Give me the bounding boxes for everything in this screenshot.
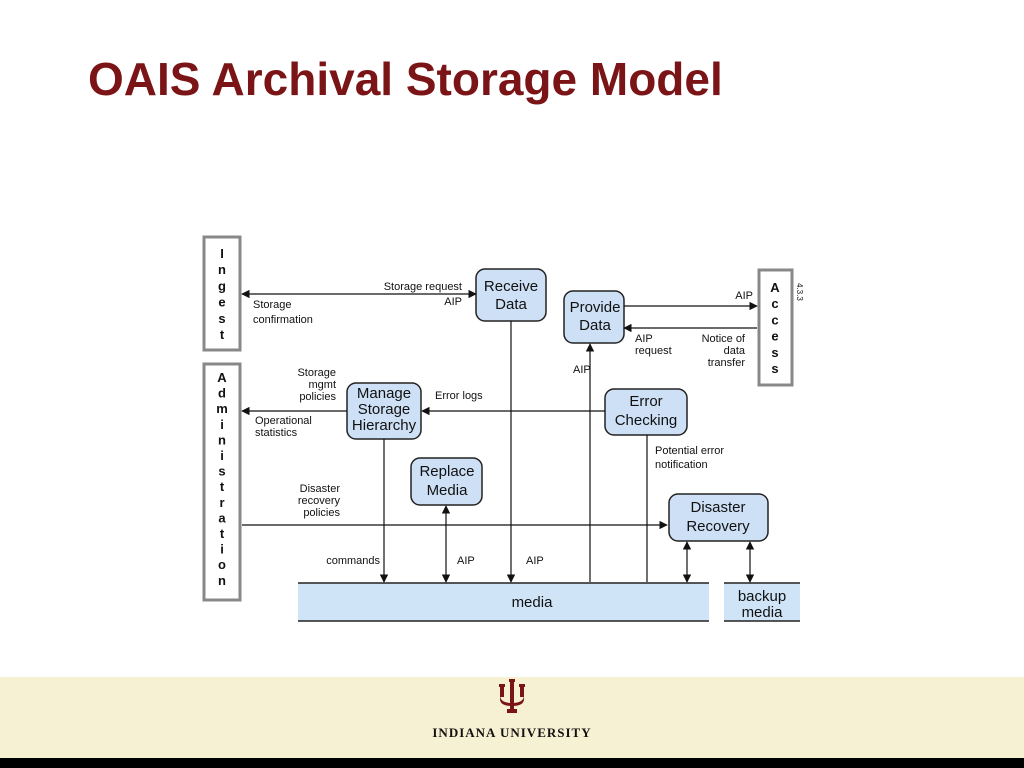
access-letter: A bbox=[770, 280, 780, 295]
ingest-letter: t bbox=[220, 327, 225, 342]
administration-letter: A bbox=[217, 370, 227, 385]
label-mgmt-policies-3: policies bbox=[299, 391, 336, 403]
label-potential-error-1: Potential error bbox=[655, 445, 724, 457]
footer-band: INDIANA UNIVERSITY bbox=[0, 677, 1024, 758]
university-name: INDIANA UNIVERSITY bbox=[432, 725, 592, 740]
administration-letter: t bbox=[220, 479, 225, 494]
administration-letter: i bbox=[220, 542, 224, 557]
manage-storage-label-2: Storage bbox=[358, 401, 411, 418]
slide-title: OAIS Archival Storage Model bbox=[88, 53, 723, 105]
label-operational-statistics-2: statistics bbox=[255, 427, 298, 439]
label-notice-1: Notice of bbox=[702, 333, 746, 345]
label-storage-confirmation-2: confirmation bbox=[253, 314, 313, 326]
receive-data-box: Receive Data bbox=[475, 268, 547, 322]
provide-data-box: Provide Data bbox=[563, 290, 625, 344]
label-storage-request: Storage request bbox=[384, 281, 462, 293]
figure-number: 4.3.3 bbox=[795, 283, 804, 301]
label-disaster-policies-3: policies bbox=[303, 507, 340, 519]
backup-media-store: backup media bbox=[724, 582, 800, 622]
ingest-letter: n bbox=[218, 262, 226, 277]
backup-media-label-1: backup bbox=[738, 588, 786, 605]
iu-trident-icon bbox=[0, 679, 1024, 718]
label-operational-statistics-1: Operational bbox=[255, 415, 312, 427]
administration-letter: d bbox=[218, 386, 226, 401]
error-checking-box: Error Checking bbox=[604, 388, 688, 436]
provide-data-label-1: Provide bbox=[570, 299, 621, 316]
label-error-logs: Error logs bbox=[435, 390, 483, 402]
administration-letter: t bbox=[220, 526, 225, 541]
label-aip-replace: AIP bbox=[457, 555, 475, 567]
disaster-recovery-box: Disaster Recovery bbox=[668, 493, 769, 542]
replace-media-label-1: Replace bbox=[419, 463, 474, 480]
administration-letter: i bbox=[220, 448, 224, 463]
access-letter: c bbox=[771, 312, 778, 327]
access-letter: c bbox=[771, 296, 778, 311]
manage-storage-hierarchy-box: Manage Storage Hierarchy bbox=[346, 382, 422, 440]
label-mgmt-policies-1: Storage bbox=[297, 367, 336, 379]
administration-letter: m bbox=[216, 401, 228, 416]
label-notice-3: transfer bbox=[708, 357, 746, 369]
label-aip-access: AIP bbox=[735, 290, 753, 302]
manage-storage-label-3: Hierarchy bbox=[352, 417, 417, 434]
label-aip-receive: AIP bbox=[526, 555, 544, 567]
administration-letter: n bbox=[218, 573, 226, 588]
label-storage-confirmation-1: Storage bbox=[253, 299, 292, 311]
label-commands: commands bbox=[326, 555, 380, 567]
access-letter: e bbox=[771, 329, 778, 344]
access-letter: s bbox=[771, 361, 778, 376]
manage-storage-label-1: Manage bbox=[357, 385, 411, 402]
error-checking-label-2: Checking bbox=[615, 412, 678, 429]
ingest-letter: e bbox=[218, 295, 225, 310]
label-notice-2: data bbox=[724, 345, 746, 357]
label-aip-request-2: request bbox=[635, 345, 672, 357]
administration-letter: r bbox=[219, 495, 224, 510]
ingest-letter: g bbox=[218, 278, 226, 293]
media-label: media bbox=[512, 594, 554, 611]
label-potential-error-2: notification bbox=[655, 459, 708, 471]
ingest-letter: s bbox=[218, 311, 225, 326]
access-letter: s bbox=[771, 345, 778, 360]
label-aip-request-1: AIP bbox=[635, 333, 653, 345]
disaster-recovery-label-1: Disaster bbox=[690, 499, 745, 516]
error-checking-label-1: Error bbox=[629, 393, 662, 410]
provide-data-label-2: Data bbox=[579, 317, 611, 334]
replace-media-label-2: Media bbox=[427, 482, 469, 499]
label-aip-media: AIP bbox=[573, 364, 591, 376]
disaster-recovery-label-2: Recovery bbox=[686, 518, 750, 535]
administration-letter: n bbox=[218, 432, 226, 447]
label-mgmt-policies-2: mgmt bbox=[309, 379, 337, 391]
label-aip-ingest: AIP bbox=[444, 296, 462, 308]
label-disaster-policies-2: recovery bbox=[298, 495, 341, 507]
ingest-letter: I bbox=[220, 246, 224, 261]
label-disaster-policies-1: Disaster bbox=[300, 483, 341, 495]
bottom-bar bbox=[0, 758, 1024, 768]
backup-media-label-2: media bbox=[742, 604, 784, 621]
administration-letter: o bbox=[218, 557, 226, 572]
administration-letter: i bbox=[220, 417, 224, 432]
administration-letter: a bbox=[218, 510, 226, 525]
administration-letter: s bbox=[218, 464, 225, 479]
replace-media-box: Replace Media bbox=[410, 457, 483, 506]
receive-data-label-1: Receive bbox=[484, 278, 538, 295]
receive-data-label-2: Data bbox=[495, 296, 527, 313]
media-store: media bbox=[298, 582, 709, 622]
